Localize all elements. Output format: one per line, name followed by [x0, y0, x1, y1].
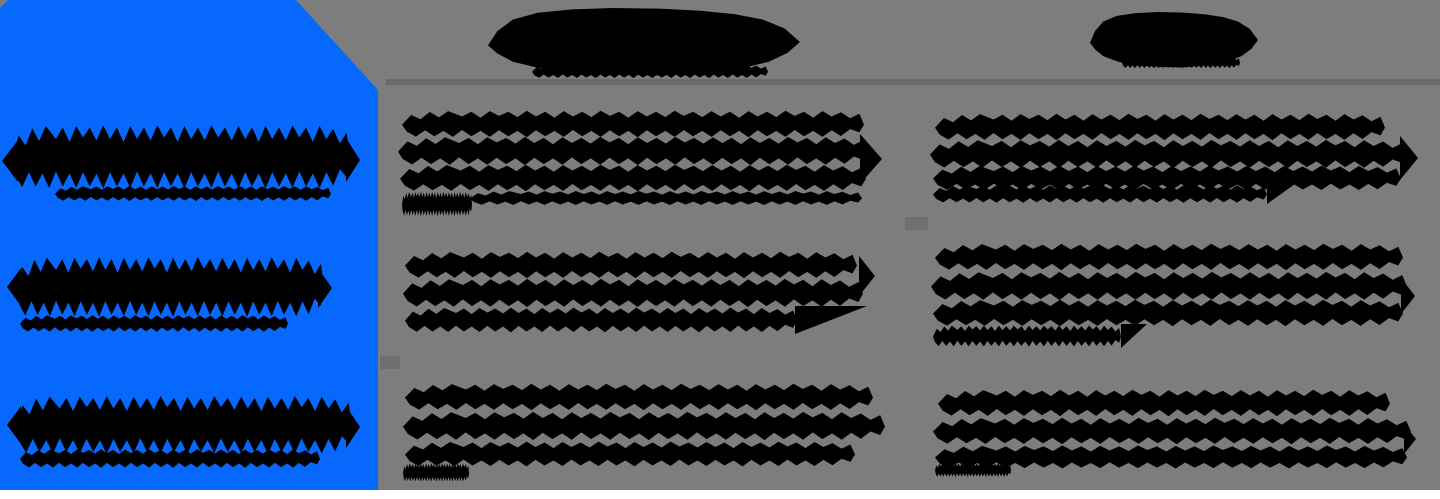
redacted-line — [403, 278, 863, 308]
redacted-glyph — [859, 256, 875, 296]
redacted-line — [935, 462, 1011, 478]
redacted-glyph — [1400, 136, 1418, 180]
redacted-line — [403, 411, 885, 441]
redacted-glyph — [1267, 184, 1295, 204]
redacted-line — [1122, 56, 1240, 69]
redacted-line — [20, 449, 320, 468]
redacted-line — [405, 251, 857, 279]
redacted-line — [930, 139, 1407, 169]
redacted-line — [55, 186, 331, 201]
text-remnant-1 — [380, 356, 400, 369]
redacted-glyph — [1401, 278, 1415, 314]
redacted-glyph — [795, 306, 867, 334]
redacted-line — [405, 441, 855, 467]
redacted-line — [935, 445, 1407, 469]
redacted-line — [933, 185, 1267, 203]
redacted-line — [398, 136, 868, 166]
redacted-line — [933, 417, 1411, 445]
redacted-line — [532, 64, 768, 79]
text-remnant-2 — [905, 217, 928, 230]
redacted-line — [470, 190, 862, 206]
redacted-line — [405, 307, 797, 333]
redacted-glyph — [1121, 324, 1147, 348]
redacted-line — [402, 191, 472, 217]
redacted-line — [938, 389, 1390, 417]
redacted-line — [405, 383, 873, 411]
redacted-line — [931, 271, 1407, 301]
redacted-line — [403, 463, 469, 482]
redacted-line — [20, 315, 288, 332]
redacted-line — [400, 164, 866, 192]
redacted-line — [402, 110, 864, 138]
redacted-line — [933, 325, 1121, 347]
redacted-line — [935, 113, 1385, 141]
header-divider — [386, 79, 1440, 85]
column-left-header — [488, 8, 800, 76]
redacted-line — [935, 243, 1403, 271]
redacted-line — [933, 299, 1403, 327]
redacted-glyph — [1404, 424, 1416, 454]
